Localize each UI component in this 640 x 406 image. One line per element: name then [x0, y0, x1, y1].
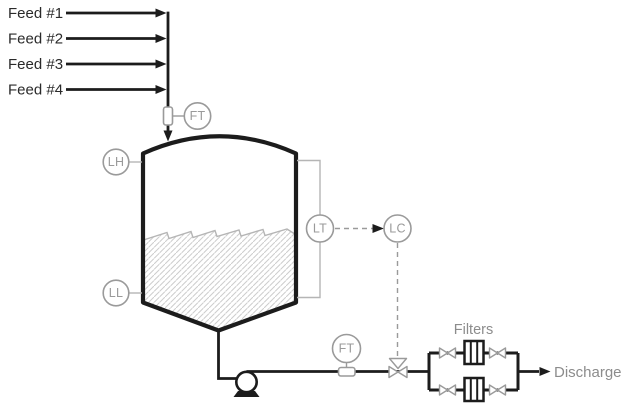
- control-valve-body-right: [397, 365, 408, 379]
- feed-1-arrowhead: [155, 8, 167, 18]
- filter-bottom-body: [463, 376, 485, 403]
- top-left-valve-right: [446, 347, 457, 359]
- feed-2-label: Feed #2: [8, 31, 63, 48]
- pump: [233, 370, 260, 397]
- feed-ft-assembly: FT: [162, 102, 212, 131]
- filter-bottom: [463, 376, 485, 403]
- storage-tank: [140, 134, 299, 333]
- ll-instrument: [102, 279, 130, 307]
- lc-instrument: [383, 214, 412, 243]
- level-high-assembly: LH: [102, 148, 142, 176]
- level-controller-assembly: LC: [383, 214, 412, 357]
- control-valve-actuator: [388, 357, 408, 370]
- control-valve: [388, 357, 408, 379]
- discharge-ft-instrument: [331, 333, 362, 364]
- control-valve-body-left: [388, 365, 399, 379]
- lt-tag: LT: [313, 222, 327, 236]
- tank-outline: [140, 134, 299, 333]
- ll-tag: LL: [109, 286, 124, 300]
- filters-label: Filters: [454, 322, 493, 338]
- discharge-flow-element: [337, 366, 356, 377]
- filter-top-body: [463, 339, 485, 366]
- filter-manifold: Filters: [427, 322, 520, 403]
- level-low-assembly: LL: [102, 279, 142, 307]
- discharge-arrowhead: [539, 367, 551, 376]
- lh-instrument: [102, 148, 130, 176]
- filter-top: [463, 339, 485, 366]
- bottom-left-valve-right: [446, 384, 457, 396]
- tank-outlet-line: [217, 329, 237, 380]
- feed-flow-element: [162, 106, 174, 126]
- feed-3-arrowhead: [155, 59, 167, 69]
- discharge-ft-tag: FT: [339, 342, 355, 356]
- feed-ft-tag: FT: [190, 109, 206, 123]
- discharge-label: Discharge: [554, 364, 622, 381]
- feed-4-label: Feed #4: [8, 82, 63, 99]
- level-transmitter-assembly: LT: [297, 159, 335, 299]
- tank-liquid: [145, 229, 294, 330]
- lc-tag: LC: [389, 222, 406, 236]
- feed-2-arrowhead: [155, 34, 167, 43]
- lh-tag: LH: [108, 155, 125, 169]
- feed-3-label: Feed #3: [8, 56, 63, 73]
- lt-instrument: [305, 214, 335, 243]
- lt-lc-arrowhead: [372, 224, 384, 233]
- pump-base: [233, 391, 260, 397]
- discharge-ft-assembly: FT: [331, 333, 362, 377]
- top-right-valve-left: [488, 347, 499, 359]
- discharge-outlet: Discharge: [518, 364, 622, 381]
- top-right-valve-right: [496, 347, 507, 359]
- liquid-surface-line: [144, 228, 295, 241]
- bottom-right-valve-right: [496, 384, 507, 396]
- bottom-right-valve-left: [488, 384, 499, 396]
- feed-ft-instrument: [183, 102, 212, 131]
- pump-casing: [235, 370, 259, 394]
- tank-inlet-arrowhead: [163, 130, 173, 142]
- tank-outlet-piping: [217, 329, 237, 380]
- lt-lc-signal: [335, 224, 384, 233]
- feed-4-arrowhead: [155, 85, 167, 94]
- feed-1-label: Feed #1: [8, 5, 63, 22]
- bottom-left-valve-left: [438, 384, 449, 396]
- feed-lines: Feed #1 Feed #2 Feed #3 Feed #4: [8, 5, 167, 99]
- top-left-valve-left: [438, 347, 449, 359]
